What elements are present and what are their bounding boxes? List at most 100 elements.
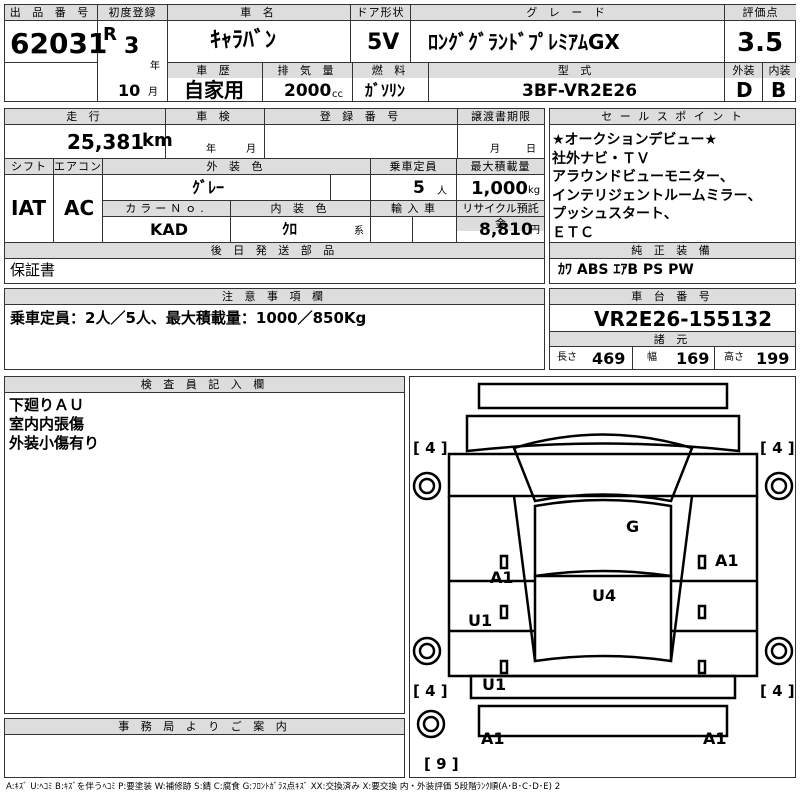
score: 3.5 [737,28,784,58]
score-label: 評価点 [725,5,796,20]
max-load: 1,000 [471,178,528,199]
damage-mark: A1 [703,729,727,748]
sales-line: ＥＴＣ [552,224,594,241]
mileage: 25,381 [67,130,145,154]
width-label: 幅 [647,352,657,363]
deadline-month: 月 [490,144,500,155]
later-parts: 保証書 [10,261,56,279]
later-parts-label: 後 日 発 送 部 品 [5,243,544,258]
length: 469 [592,349,626,368]
length-label: 長さ [557,352,577,363]
tire-front-left: [ 4 ] [413,439,448,457]
damage-mark: A1 [481,729,505,748]
inspector-line: 外装小傷有り [9,434,100,452]
door-type: 5V [367,30,400,55]
shift: IAT [11,196,47,220]
ac: AC [64,196,95,220]
lot-number: 62031 [10,27,108,60]
grade-label: グ レ ー ド [411,5,724,20]
year-unit: 年 [150,61,160,72]
ac-label: エアコン [54,159,102,174]
car-outline [412,382,794,739]
equip-label: 純 正 装 備 [550,243,795,258]
model-code: 3BF-VR2E26 [522,81,638,101]
inspector-label: 検 査 員 記 入 欄 [5,377,404,392]
damage-mark: U1 [468,611,493,630]
header-block [4,4,796,102]
recycle-fee: 8,810 [479,220,533,240]
disp-label: 排 気 量 [263,63,352,78]
notes-label: 注 意 事 項 欄 [5,289,544,304]
history: 自家用 [184,78,244,102]
int-grade: B [771,78,787,102]
chassis-number: VR2E26-155132 [594,307,773,331]
notes-block [4,288,545,370]
sales-line: 社外ナビ・ＴＶ [552,150,650,167]
int-label: 内装 [763,63,796,78]
color-label: 外 装 色 [103,159,370,174]
damage-mark: U4 [592,586,617,605]
grade: ﾛﾝｸﾞｸﾞﾗﾝﾄﾞﾌﾟﾚﾐｱﾑGX [428,30,620,54]
colorno-label: カラーＮｏ. [103,201,230,216]
recycle-unit: 円 [530,225,540,236]
door-label: ドア形状 [351,5,410,20]
shift-label: シフト [5,159,53,174]
office-label: 事 務 局 よ り ご 案 内 [5,719,404,734]
inspect-label: 車 検 [166,109,264,124]
tire-rear-right: [ 4 ] [760,682,795,700]
ext-grade: D [736,78,753,102]
era: R [103,24,117,45]
sales-line: ★オークションデビュー★ [552,132,718,148]
inspect-month: 月 [246,144,256,155]
chassis-block [549,288,796,370]
displacement: 2000 [284,81,332,101]
fuel: ｶﾞｿﾘﾝ [365,81,406,100]
mileage-label: 走 行 [5,109,165,124]
import-label: 輸 入 車 [371,201,456,216]
car-name: ｷｬﾗﾊﾞﾝ [210,28,277,53]
first-reg-label: 初度登録 [98,5,167,20]
deadline-label: 譲渡書期限 [458,109,544,124]
intcolor-unit: 系 [354,226,364,237]
sales-line: インテリジェントルームミラー、 [552,187,762,204]
load-unit: kg [528,185,541,196]
height-label: 高さ [724,352,744,363]
damage-mark: G [626,517,640,536]
intcolor-label: 内 装 色 [231,201,370,216]
sales-lines: ★オークションデビュー★ 社外ナビ・ＴＶ アラウンドビューモニター、 インテリジ… [552,131,761,242]
reg-month: 10 [118,81,141,100]
tire-rear-left: [ 4 ] [413,682,448,700]
damage-diagram [409,376,796,778]
model-label: 型 式 [429,63,724,78]
inspector-line: 室内内張傷 [9,415,85,433]
vehicle-details-block [4,108,545,284]
inspector-block [4,376,405,714]
ext-label: 外装 [725,63,762,78]
notes: 乗車定員：2人／5人、最大積載量：1000／850Kg [10,309,367,327]
capacity: 5 [413,178,425,198]
name-label: 車 名 [168,5,350,20]
cap-unit: 人 [437,186,447,197]
inspector-line: 下廻りＡＵ [9,396,85,414]
office-block [4,718,405,778]
legend: A:ｷｽﾞ U:ﾍｺﾐ B:ｷｽﾞを伴うﾍｺﾐ P:要塗装 W:補修跡 S:錆 … [6,782,561,792]
fuel-label: 燃 料 [353,63,428,78]
month-unit: 月 [148,87,158,98]
spare-tire: [ 9 ] [424,755,459,773]
deadline-day: 日 [526,144,536,155]
width: 169 [676,349,710,368]
inspect-year: 年 [206,144,216,155]
mileage-unit: km [142,130,173,151]
inspector-notes: 下廻りＡＵ 室内内張傷 外装小傷有り [9,396,99,453]
load-label: 最大積載量 [457,159,544,174]
sales-line: アラウンドビューモニター、 [552,169,734,185]
interior-color: ｸﾛ [282,220,298,238]
color-number: KAD [150,220,189,239]
cap-label: 乗車定員 [371,159,456,174]
sales-line: プッシュスタート、 [552,206,678,222]
chassis-label: 車 台 番 号 [550,289,795,304]
regno-label: 登 録 番 号 [265,109,457,124]
history-label: 車 歴 [168,63,262,78]
damage-mark: A1 [490,568,514,587]
disp-unit: cc [332,89,343,100]
